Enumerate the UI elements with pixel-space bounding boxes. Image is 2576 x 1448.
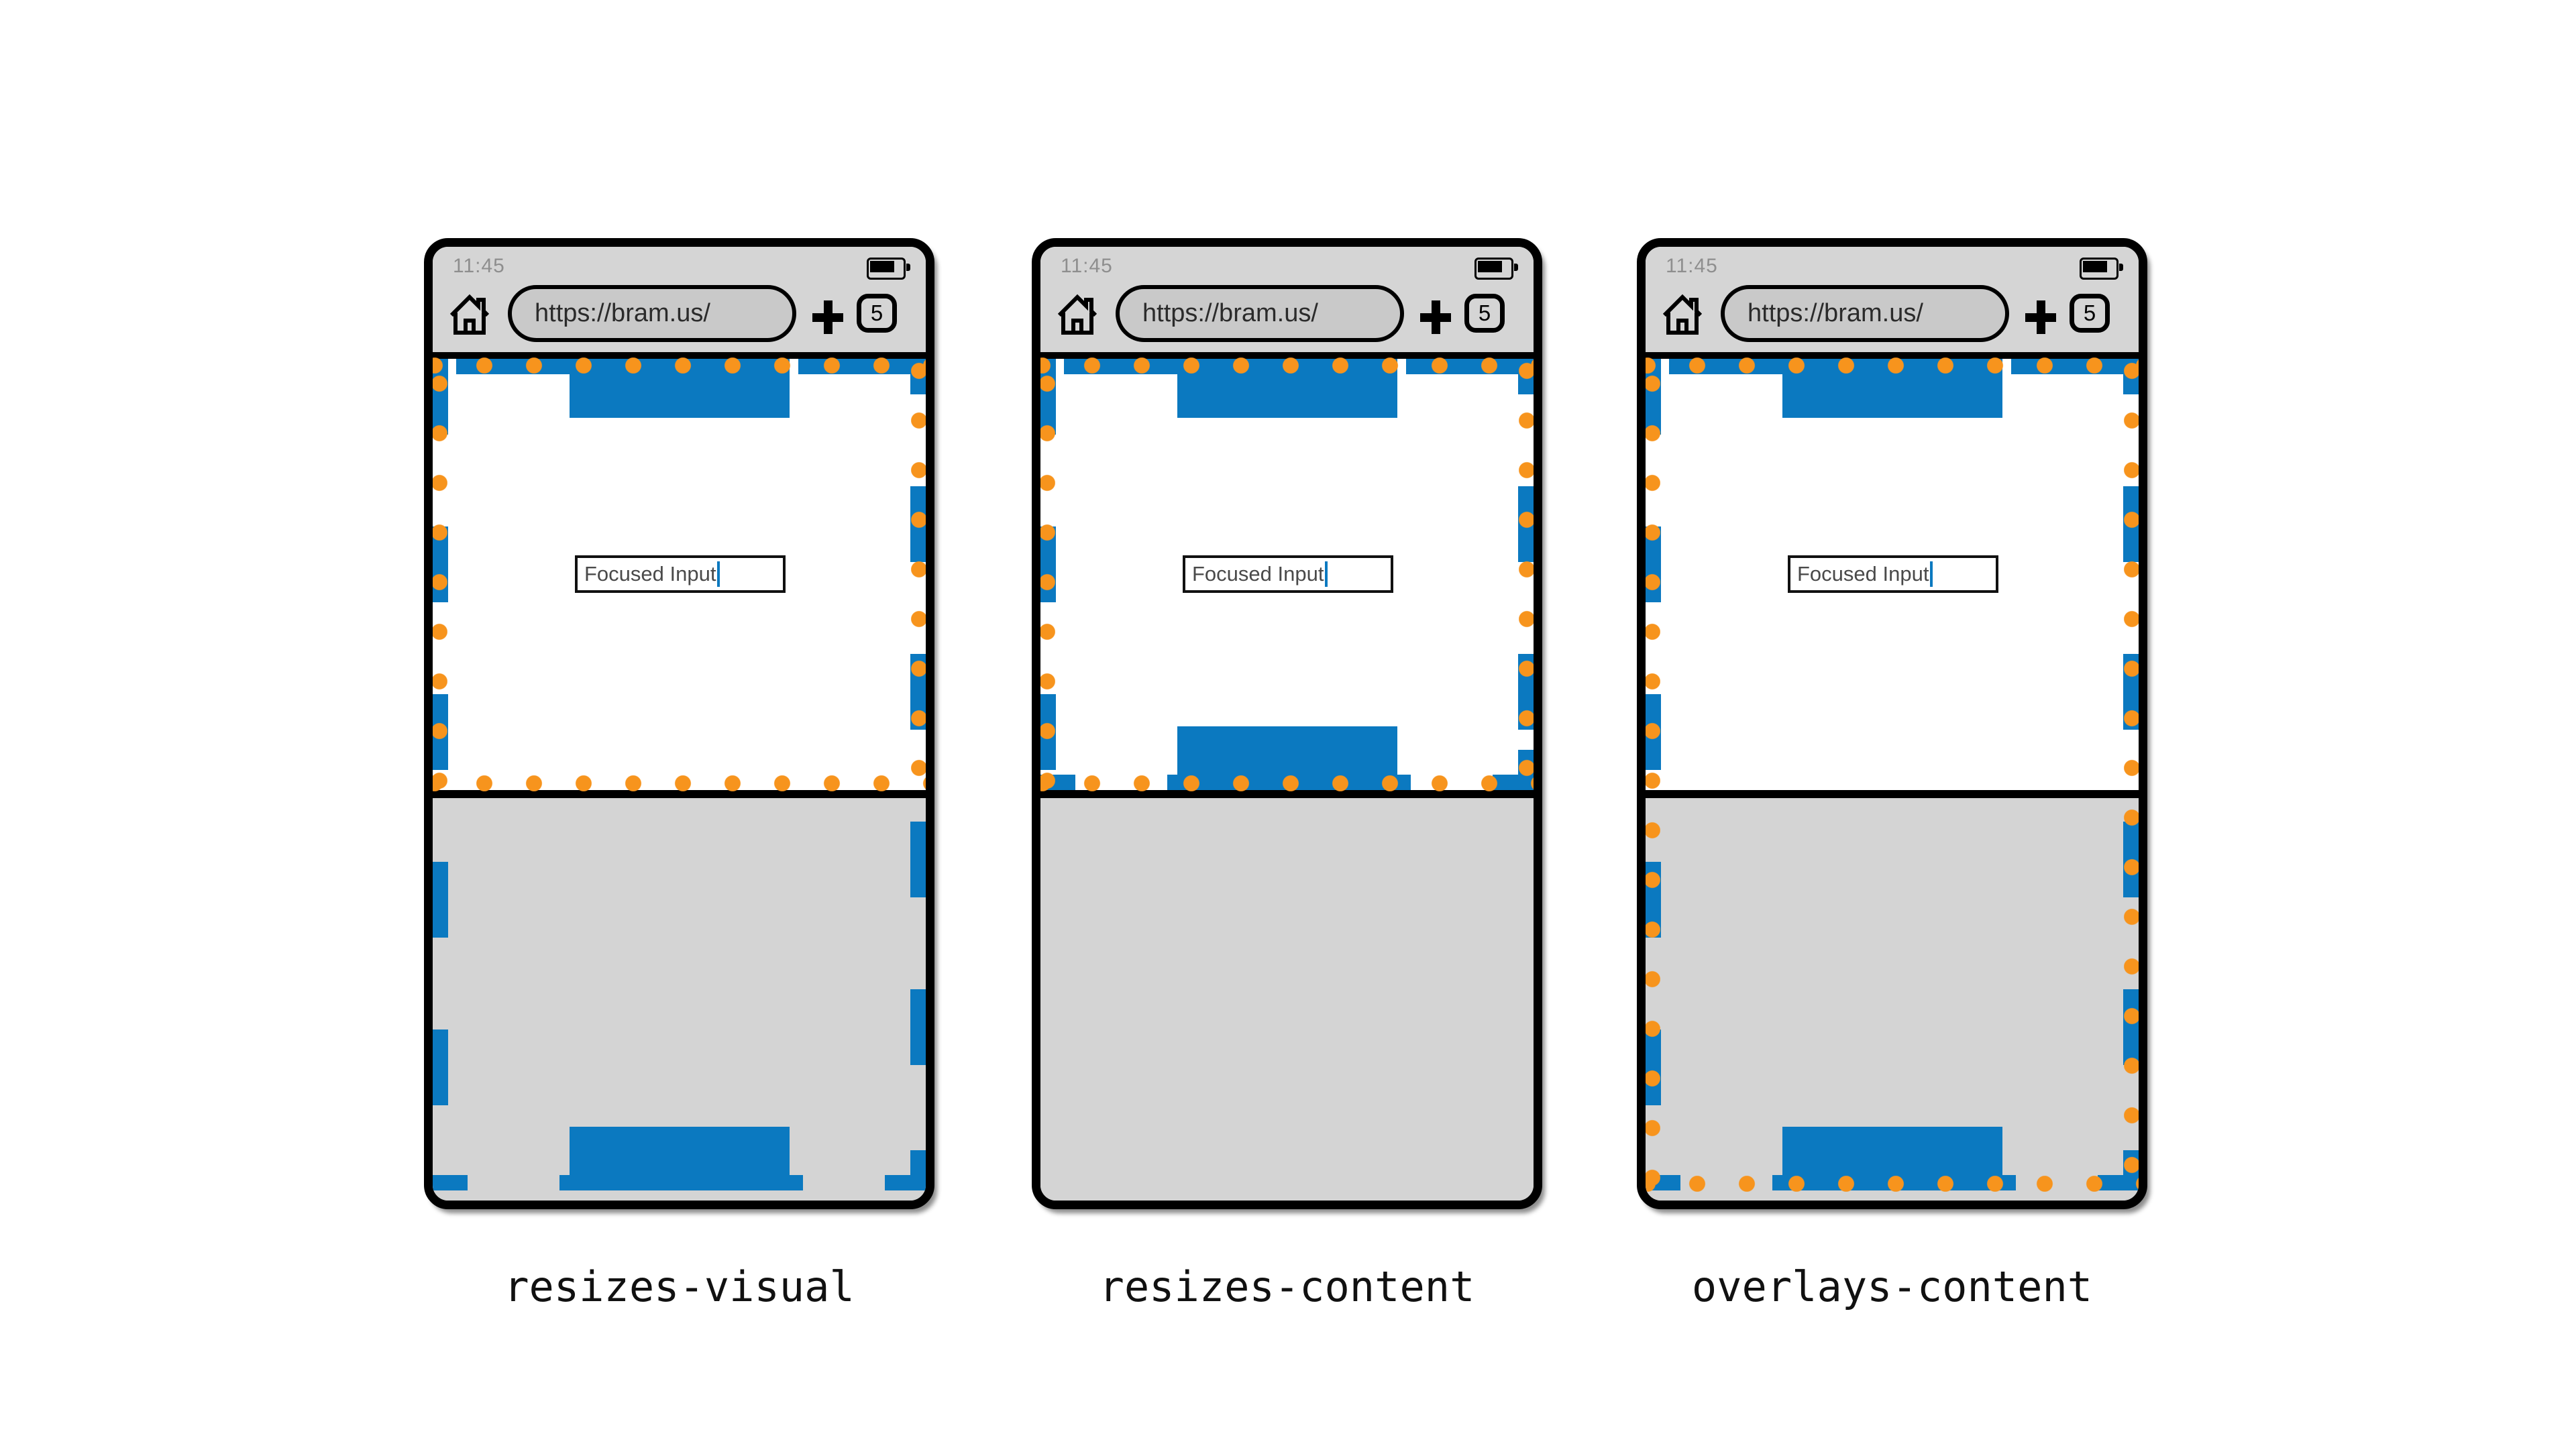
caption-resizes-content: resizes-content — [1099, 1262, 1475, 1311]
input-value: Focused Input — [1797, 562, 1929, 586]
battery-icon — [2080, 258, 2123, 280]
home-icon[interactable] — [1055, 291, 1099, 335]
keyboard-top-edge — [433, 790, 926, 798]
tab-counter[interactable]: 5 — [1464, 294, 1505, 333]
chrome-separator — [433, 352, 926, 359]
focused-input-field[interactable]: Focused Input — [1183, 555, 1393, 593]
home-icon[interactable] — [447, 291, 492, 335]
new-tab-plus-icon[interactable] — [1420, 300, 1451, 334]
phone-screen: 11:45 https://bram.us/ 5 — [433, 247, 926, 1201]
visual-viewport-dots-left — [1040, 359, 1055, 790]
url-text: https://bram.us/ — [535, 299, 710, 327]
phone-mockup-overlays-content: 11:45 https://bram.us/ 5 — [1637, 238, 2147, 1209]
page-footer-block — [570, 1127, 790, 1190]
tab-counter[interactable]: 5 — [857, 294, 897, 333]
url-text: https://bram.us/ — [1142, 299, 1318, 327]
visual-viewport-dots-bottom — [1040, 775, 1534, 791]
browser-chrome: 11:45 https://bram.us/ 5 — [1646, 247, 2139, 352]
phone-screen: 11:45 https://bram.us/ 5 — [1040, 247, 1534, 1201]
chrome-separator — [1040, 352, 1534, 359]
keyboard-top-edge — [1646, 790, 2139, 798]
tab-counter[interactable]: 5 — [2070, 294, 2110, 333]
visual-viewport-dots-left — [1646, 359, 1660, 1190]
new-tab-plus-icon[interactable] — [812, 300, 843, 334]
focused-input-field[interactable]: Focused Input — [575, 555, 786, 593]
new-tab-plus-icon[interactable] — [2025, 300, 2056, 334]
status-time: 11:45 — [453, 255, 505, 277]
caption-overlays-content: overlays-content — [1691, 1262, 2093, 1311]
visual-viewport-dots-top — [1646, 357, 2139, 374]
url-bar[interactable]: https://bram.us/ — [1116, 285, 1404, 342]
visual-viewport-dots-right — [2124, 359, 2139, 1190]
url-text: https://bram.us/ — [1748, 299, 1923, 327]
caption-resizes-visual: resizes-visual — [504, 1262, 855, 1311]
visual-viewport-dots-top — [433, 357, 926, 374]
visual-viewport-dots-right — [911, 359, 926, 790]
keyboard-top-edge — [1040, 790, 1534, 798]
chrome-separator — [1646, 352, 2139, 359]
battery-icon — [1474, 258, 1518, 280]
visual-viewport-dots-bottom — [433, 775, 926, 791]
visual-viewport-dots-right — [1519, 359, 1534, 790]
browser-chrome: 11:45 https://bram.us/ 5 — [1040, 247, 1534, 352]
text-caret — [1325, 561, 1328, 587]
phone-screen: 11:45 https://bram.us/ 5 — [1646, 247, 2139, 1201]
status-time: 11:45 — [1061, 255, 1113, 277]
input-value: Focused Input — [584, 562, 716, 586]
battery-icon — [867, 258, 910, 280]
text-caret — [717, 561, 720, 587]
home-icon[interactable] — [1660, 291, 1705, 335]
status-time: 11:45 — [1666, 255, 1718, 277]
visual-viewport-dots-top — [1040, 357, 1534, 374]
browser-chrome: 11:45 https://bram.us/ 5 — [433, 247, 926, 352]
virtual-keyboard-area[interactable] — [1040, 798, 1534, 1201]
focused-input-field[interactable]: Focused Input — [1788, 555, 1998, 593]
url-bar[interactable]: https://bram.us/ — [1721, 285, 2009, 342]
visual-viewport-dots-left — [433, 359, 447, 790]
phone-mockup-resizes-content: 11:45 https://bram.us/ 5 — [1032, 238, 1542, 1209]
input-value: Focused Input — [1192, 562, 1324, 586]
url-bar[interactable]: https://bram.us/ — [508, 285, 796, 342]
text-caret — [1930, 561, 1933, 587]
phone-mockup-resizes-visual: 11:45 https://bram.us/ 5 — [424, 238, 934, 1209]
visual-viewport-dots-bottom — [1646, 1176, 2139, 1192]
